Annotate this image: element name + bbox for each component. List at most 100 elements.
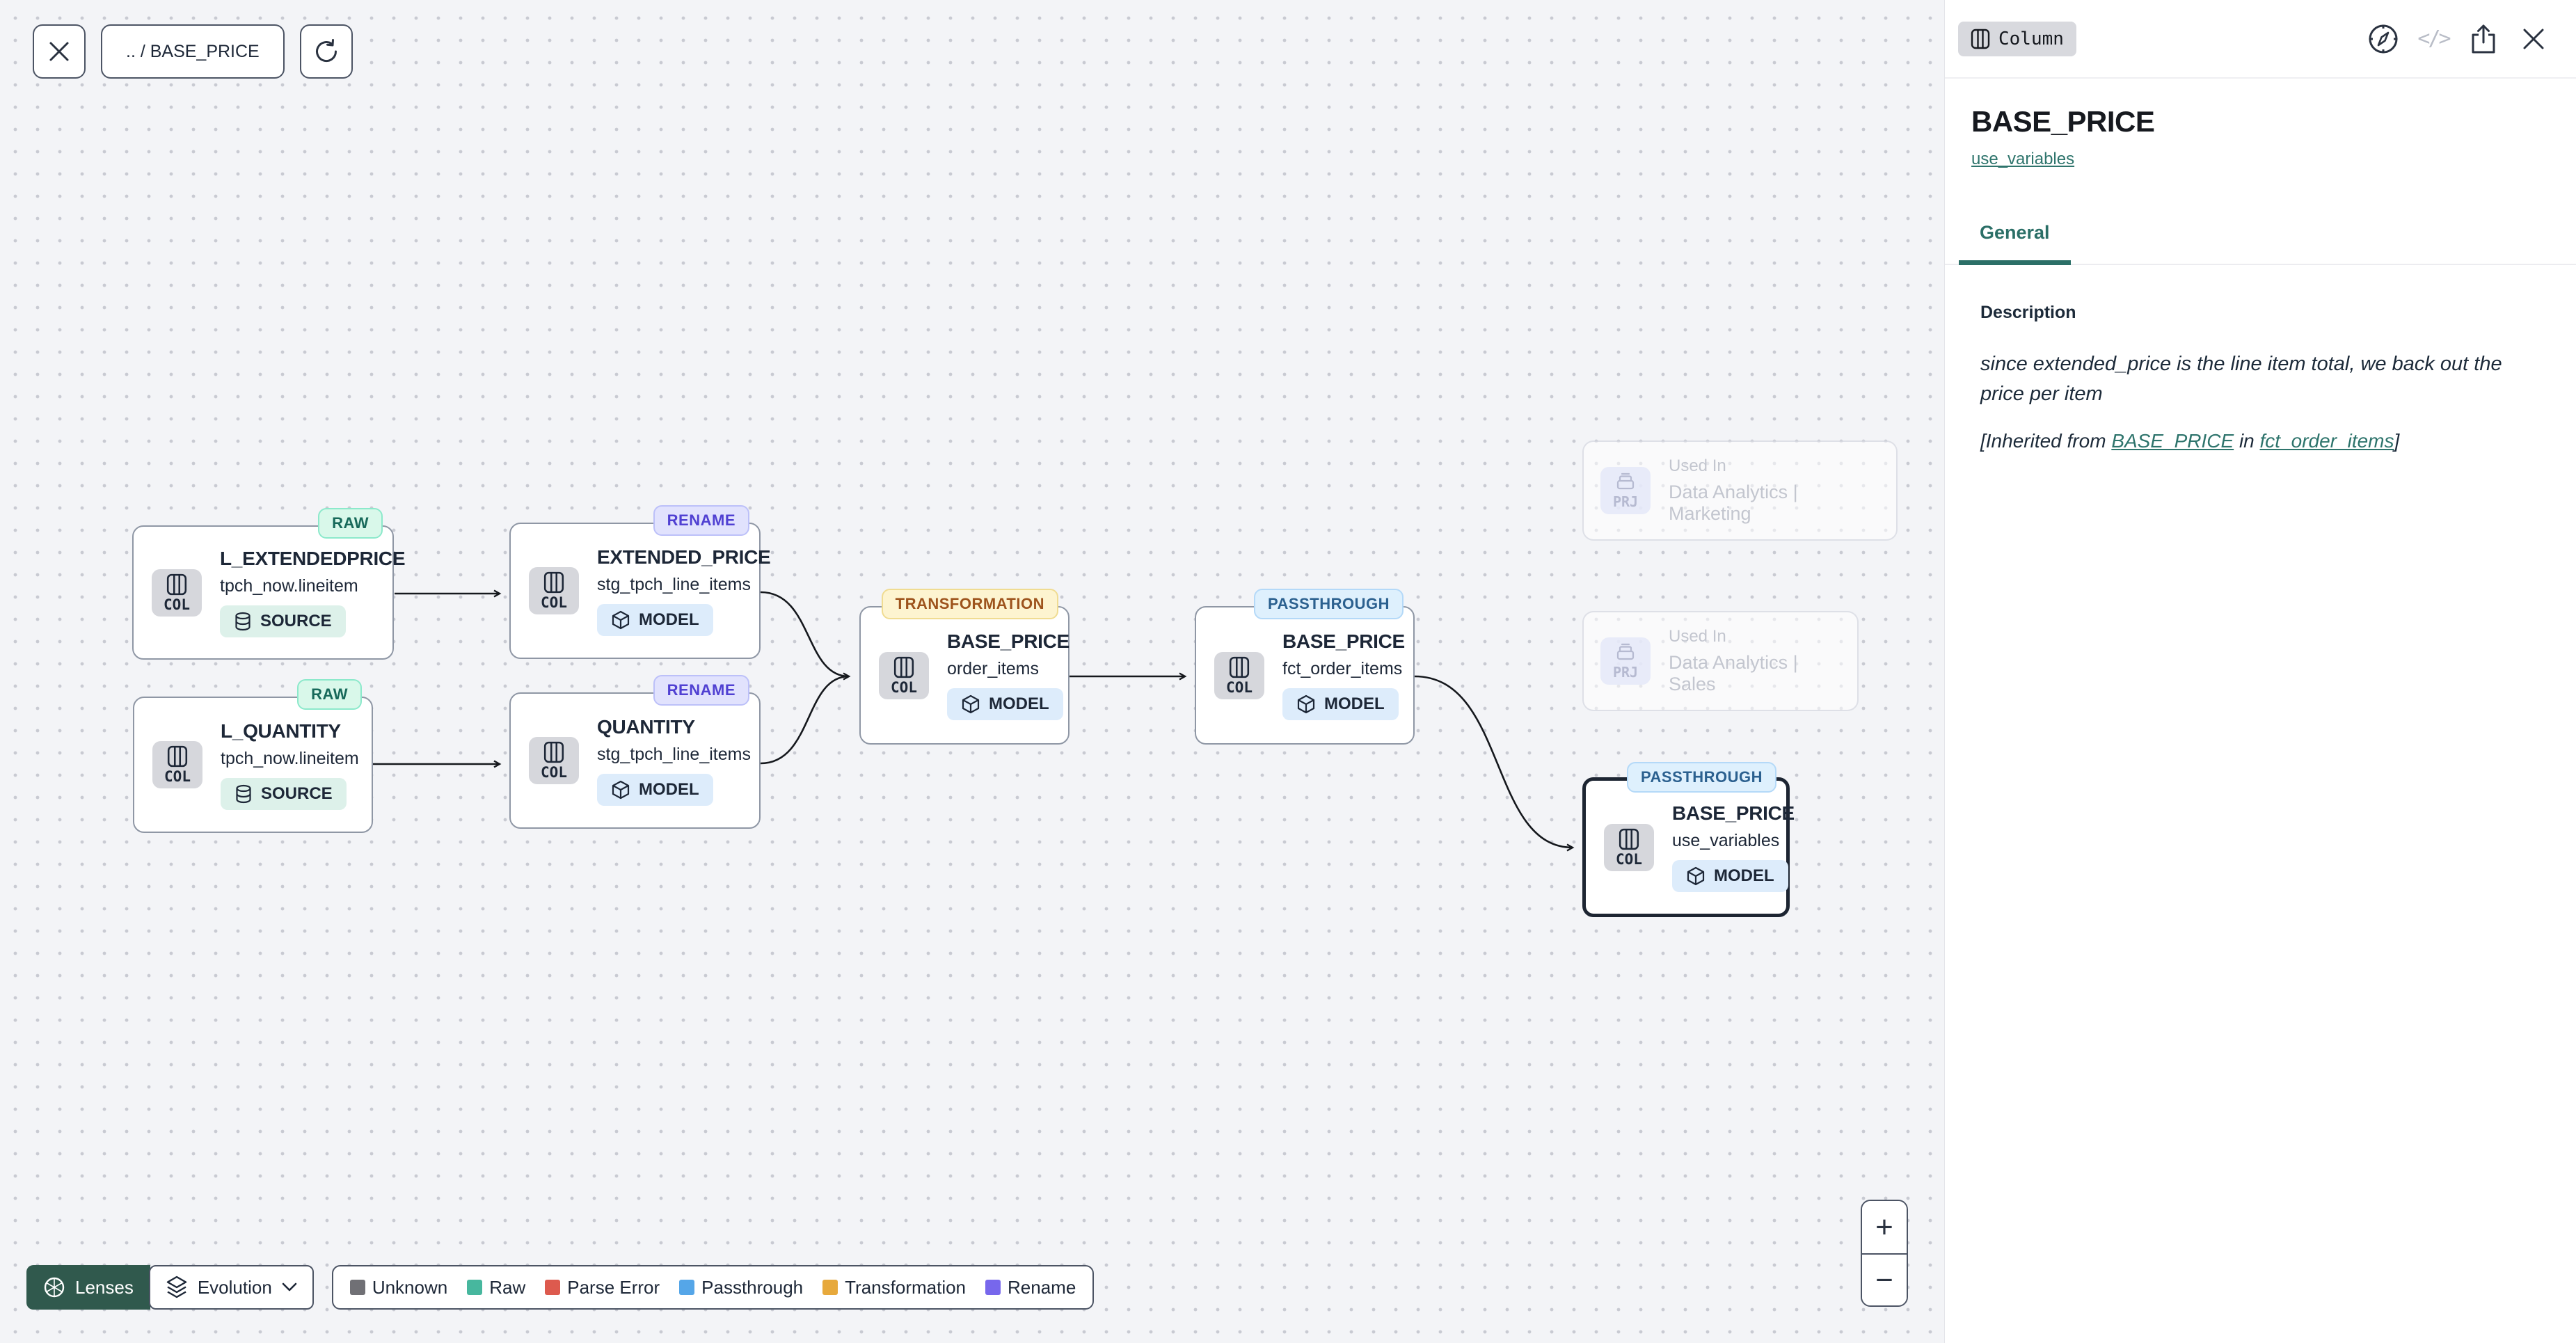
lineage-node[interactable]: TRANSFORMATION COL BASE_PRICE order_item… [859, 589, 1070, 745]
lineage-node[interactable]: RENAME COL EXTENDED_PRICE stg_tpch_line_… [509, 505, 771, 659]
column-type-box: COL [152, 569, 202, 617]
legend-swatch [679, 1280, 695, 1295]
panel-close-button[interactable] [2518, 23, 2550, 55]
used-in-label: Used In [1669, 456, 1726, 475]
legend-label: Unknown [372, 1276, 448, 1298]
inherited-note: [Inherited from BASE_PRICE in fct_order_… [1980, 430, 2537, 452]
legend-swatch [467, 1280, 483, 1295]
project-type-label: PRJ [1612, 493, 1639, 510]
node-body: BASE_PRICE order_items MODEL [947, 630, 1070, 720]
column-type-label: COL [891, 678, 917, 696]
code-icon: </> [2417, 26, 2451, 51]
edge [1414, 675, 1575, 852]
breadcrumb-label: .. / BASE_PRICE [126, 41, 260, 61]
edge [760, 675, 850, 765]
lenses-button[interactable]: Lenses [26, 1265, 150, 1310]
node-body: QUANTITY stg_tpch_line_items MODEL [597, 716, 751, 806]
node-kind-badge: MODEL [1282, 688, 1399, 720]
project-type-box: PRJ [1600, 637, 1651, 685]
column-type-label: COL [164, 768, 191, 785]
refresh-icon [315, 39, 337, 63]
node-kind-label: MODEL [1324, 694, 1385, 713]
cube-icon [612, 780, 630, 799]
node-kind-badge: MODEL [597, 773, 713, 806]
cube-icon [962, 694, 980, 714]
column-icon [543, 571, 564, 594]
column-icon [1971, 29, 1990, 49]
lineage-canvas[interactable]: .. / BASE_PRICE RAW COL L_EXTENDEDPRICE … [0, 0, 1944, 1343]
node-body: L_QUANTITY tpch_now.lineitem SOURCE [221, 720, 359, 810]
layers-icon [166, 1276, 187, 1298]
lineage-node[interactable]: RENAME COL QUANTITY stg_tpch_line_items [509, 675, 761, 829]
column-icon [893, 656, 914, 678]
column-type-box: COL [529, 567, 579, 614]
node-subtitle: fct_order_items [1282, 659, 1403, 678]
node-kind-label: MODEL [639, 610, 699, 629]
zoom-in-button[interactable]: + [1862, 1201, 1907, 1253]
lens-mode-dropdown[interactable]: Evolution [148, 1265, 314, 1310]
node-body: BASE_PRICE use_variables MODEL [1672, 802, 1795, 892]
legend-label: Transformation [845, 1276, 967, 1298]
legend-item: Parse Error [545, 1277, 660, 1298]
column-type-label: COL [1616, 850, 1642, 868]
explore-button[interactable] [2367, 23, 2399, 55]
node-title: BASE_PRICE [947, 630, 1070, 652]
used-in-card[interactable]: PRJ Used In Data Analytics | Sales [1582, 611, 1859, 711]
used-in-name: Data Analytics | Sales [1669, 652, 1798, 694]
zoom-out-button[interactable]: − [1862, 1253, 1907, 1305]
refresh-button[interactable] [299, 24, 353, 79]
node-kind-label: SOURCE [261, 784, 333, 803]
close-icon [49, 42, 69, 61]
lineage-node[interactable]: PASSTHROUGH COL BASE_PRICE fct_order_ite… [1195, 589, 1415, 745]
legend-item: Rename [985, 1277, 1076, 1298]
inherited-column-link[interactable]: BASE_PRICE [2111, 430, 2234, 452]
used-in-body: Used In Data Analytics | Marketing [1669, 456, 1879, 525]
used-in-name: Data Analytics | Marketing [1669, 482, 1798, 524]
inherited-suffix: ] [2394, 430, 2400, 452]
lineage-node[interactable]: RAW COL L_EXTENDEDPRICE tpch_now.lineite… [132, 508, 406, 660]
share-icon [2472, 24, 2495, 53]
used-in-card[interactable]: PRJ Used In Data Analytics | Marketing [1582, 440, 1898, 541]
compass-icon [2369, 24, 2398, 53]
model-link[interactable]: use_variables [1971, 150, 2075, 168]
breadcrumb[interactable]: .. / BASE_PRICE [101, 24, 285, 79]
tab-general[interactable]: General [1959, 222, 2071, 265]
legend-label: Parse Error [567, 1276, 660, 1298]
panel-tabs: General [1945, 222, 2576, 265]
details-panel-header: Column </> [1945, 0, 2576, 79]
lenses-aperture-icon [44, 1277, 65, 1298]
view-code-button[interactable]: </> [2417, 23, 2451, 55]
lens-badge: RENAME [653, 505, 749, 536]
column-type-label: COL [541, 594, 567, 611]
column-icon [167, 745, 188, 768]
column-icon [166, 573, 187, 595]
legend-label: Rename [1008, 1276, 1076, 1298]
share-button[interactable] [2467, 23, 2499, 55]
node-kind-badge: SOURCE [221, 777, 347, 810]
project-icon [1616, 472, 1635, 490]
node-body: BASE_PRICE fct_order_items MODEL [1282, 630, 1405, 720]
node-kind-label: SOURCE [260, 612, 332, 630]
node-kind-label: MODEL [989, 694, 1049, 713]
node-title: L_QUANTITY [221, 720, 341, 742]
panel-title-area: BASE_PRICE use_variables [1945, 79, 2576, 169]
project-type-label: PRJ [1612, 664, 1639, 681]
legend-item: Transformation [822, 1277, 966, 1298]
column-icon [543, 741, 564, 763]
node-body: L_EXTENDEDPRICE tpch_now.lineitem SOURCE [220, 548, 406, 637]
canvas-toolbar: .. / BASE_PRICE [33, 24, 353, 79]
lineage-node[interactable]: RAW COL L_QUANTITY tpch_now.lineitem [133, 679, 373, 833]
column-type-box: COL [529, 737, 579, 784]
inherited-mid: in [2234, 430, 2260, 452]
panel-actions: </> [2367, 23, 2550, 55]
legend-swatch [545, 1280, 561, 1295]
lineage-node[interactable]: PASSTHROUGH COL BASE_PRICE use_variables [1582, 762, 1795, 917]
legend-label: Passthrough [701, 1276, 804, 1298]
column-type-box: COL [879, 651, 929, 699]
chevron-down-icon [282, 1282, 297, 1292]
close-lineage-button[interactable] [33, 24, 86, 79]
inherited-model-link[interactable]: fct_order_items [2259, 430, 2394, 452]
database-icon [235, 612, 251, 631]
project-type-box: PRJ [1600, 467, 1651, 514]
